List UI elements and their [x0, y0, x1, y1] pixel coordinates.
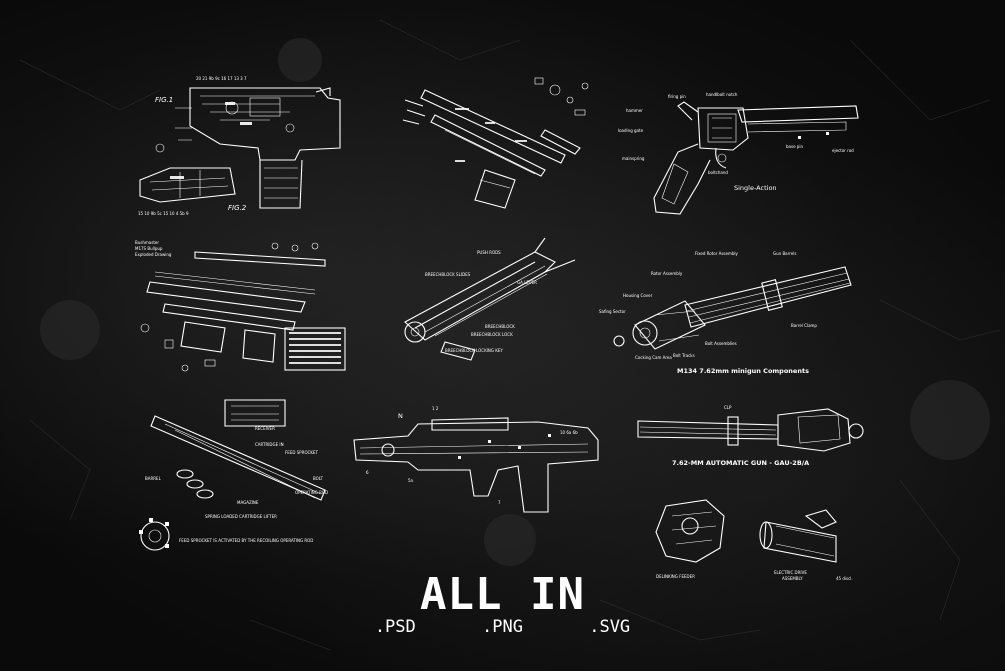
minigun-drawing: Fixed Rotor Assembly Gun Barrels Rotor A… [599, 251, 852, 375]
base-pin-label: base pin [786, 144, 803, 149]
exploded-rifle-drawing [402, 77, 589, 209]
push-rods-label: PUSH RODS [477, 250, 501, 255]
boltchand-label: boltchand [708, 170, 728, 175]
magazine-label: MAGAZINE [237, 500, 259, 505]
gau-gun-drawing: CLP 7.62-MM AUTOMATIC GUN - GAU-2B/A [637, 405, 864, 467]
firing-pin-label: firing pin [668, 94, 686, 99]
operating-rod-label: OPERATING ROD [295, 490, 328, 495]
bullpup-rifle-drawing: N 1 2 10 6a 6b 5a 6 7 [353, 406, 599, 513]
cocking-cam-label: Cocking Cam Area [635, 355, 672, 360]
feed-sprocket-label: FEED SPROCKET [285, 450, 319, 455]
revolver-drawing: firing pin handlbolt notch hammer loadin… [618, 92, 859, 215]
bushmaster-title-1: Bushmaster [135, 240, 159, 245]
numbers-top-label: 1 2 [432, 406, 439, 411]
gun-barrels-label: Gun Barrels [773, 251, 796, 256]
mainspring-label: mainspring [622, 156, 645, 161]
barrel-clamp-label: Barrel Clamp [791, 323, 817, 328]
cartridge-in-label: CARTRIDGE IN [255, 442, 284, 447]
panel-minigun: Fixed Rotor Assembly Gun Barrels Rotor A… [595, 245, 870, 380]
breechblock-drawing: PUSH RODS BREECHBLOCK SLIDES GA LEVER BR… [404, 237, 576, 361]
label-7: 7 [498, 500, 501, 505]
clp-label: CLP [724, 405, 732, 410]
electric-drive-label-1: ELECTRIC DRIVE [774, 570, 807, 575]
drive-note-label: 45 discl. [836, 576, 853, 581]
panel-bullpup-rifle: N 1 2 10 6a 6b 5a 6 7 [348, 400, 606, 520]
bolt-assemblies-label: Bolt Assemblies [705, 341, 737, 346]
fig1-label: FIG.1 [155, 96, 173, 104]
bolt-tracks-label: Bolt Tracks [673, 353, 695, 358]
pistol-patent-drawing: FIG.1 FIG.2 20 21 9b 9c 16 17 13 3 7 15 … [138, 76, 341, 216]
n-label: N [398, 412, 403, 420]
headline: ALL IN [420, 569, 585, 620]
breechblock-slides-label: BREECHBLOCK SLIDES [425, 272, 471, 277]
panel-pistol-patent: FIG.1 FIG.2 20 21 9b 9c 16 17 13 3 7 15 … [130, 68, 350, 220]
fixed-rotor-label: Fixed Rotor Assembly [695, 251, 739, 256]
label-5a: 5a [408, 478, 414, 483]
format-list: .PSD .PNG .SVG [0, 617, 1005, 637]
delinking-label: DELINKING FEEDER [656, 574, 695, 579]
breechblock-label: BREECHBLOCK [485, 324, 515, 329]
spring-lifter-label: SPRING LOADED CARTRIDGE LIFTER [205, 514, 277, 519]
label-6: 6 [366, 470, 369, 475]
handlebolt-label: handlbolt notch [706, 92, 738, 97]
barrel-label: BARREL [145, 476, 162, 481]
top-number-labels: 20 21 9b 9c 16 17 13 3 7 [196, 76, 247, 81]
bottom-number-labels: 15 10 9b 5c 15 10 4 5b 9 [138, 211, 189, 216]
bolt-label: BOLT [313, 476, 324, 481]
delinking-feeder-drawing: DELINKING FEEDER ELECTRIC DRIVE ASSEMBLY… [655, 499, 853, 581]
format-psd: .PSD [374, 617, 416, 637]
housing-cover-label: Housing Cover [623, 293, 653, 298]
hammer-label: hammer [626, 108, 643, 113]
panel-bushmaster: Bushmaster M17S Bullpup Exploded Drawing [125, 232, 357, 380]
safing-sector-label: Safing Sector [599, 309, 626, 314]
panel-exploded-rifle-top [395, 70, 605, 210]
bushmaster-title-2: M17S Bullpup [135, 246, 163, 251]
fig2-label: FIG.2 [228, 204, 247, 212]
panel-feed-mechanism: RECEIVER CARTRIDGE IN FEED SPROCKET BARR… [135, 390, 350, 560]
feed-mechanism-drawing: RECEIVER CARTRIDGE IN FEED SPROCKET BARR… [139, 399, 328, 551]
breechblock-lock-label: BREECHBLOCK LOCK [471, 332, 513, 337]
bushmaster-title-3: Exploded Drawing [135, 252, 172, 257]
panel-revolver: firing pin handlbolt notch hammer loadin… [618, 88, 873, 220]
numbers-right-label: 10 6a 6b [560, 430, 578, 435]
format-svg: .SVG [589, 617, 631, 637]
loading-gate-label: loading gate [618, 128, 644, 133]
breechblock-locking-key-label: BREECHBLOCK LOCKING KEY [445, 348, 503, 353]
ejector-rod-label: ejector rod [832, 148, 854, 153]
gau-caption: 7.62-MM AUTOMATIC GUN - GAU-2B/A [672, 459, 809, 467]
panel-gau-gun: CLP 7.62-MM AUTOMATIC GUN - GAU-2B/A [628, 395, 870, 470]
panel-breechblock: PUSH RODS BREECHBLOCK SLIDES GA LEVER BR… [385, 232, 585, 364]
receiver-label: RECEIVER [255, 426, 275, 431]
bushmaster-drawing: Bushmaster M17S Bullpup Exploded Drawing [135, 240, 346, 372]
minigun-caption: M134 7.62mm minigun Components [677, 367, 809, 375]
revolver-caption: Single-Action [734, 184, 777, 192]
rotor-assembly-label: Rotor Assembly [651, 271, 683, 276]
panel-delinking-feeder: DELINKING FEEDER ELECTRIC DRIVE ASSEMBLY… [636, 486, 866, 582]
feed-note-label: FEED SPROCKET IS ACTIVATED BY THE RECOIL… [179, 538, 313, 543]
format-png: .PNG [482, 617, 523, 637]
electric-drive-label-2: ASSEMBLY [782, 576, 803, 581]
